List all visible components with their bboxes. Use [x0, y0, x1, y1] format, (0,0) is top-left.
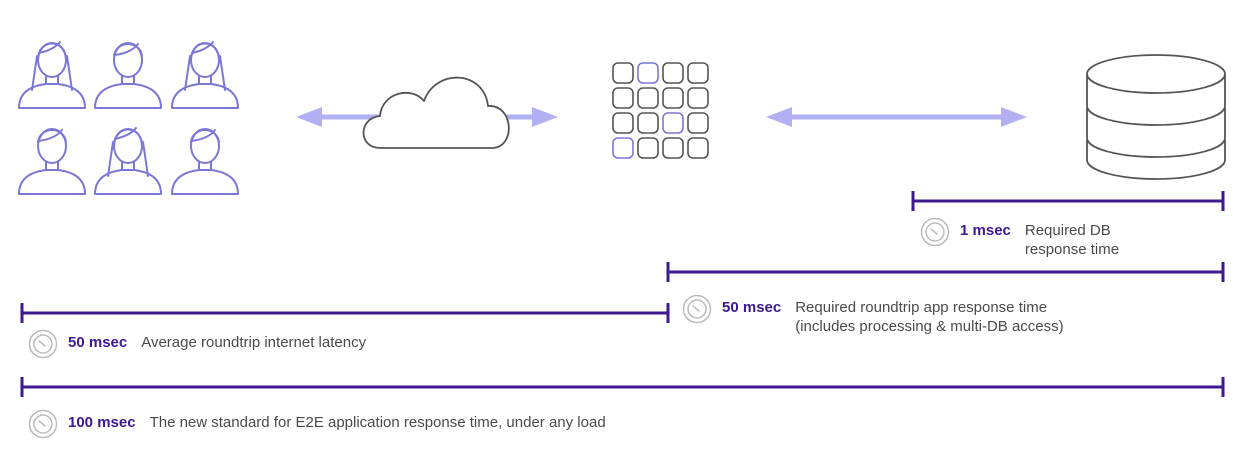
app-db-arrow	[766, 107, 1027, 127]
gauge-icon	[28, 409, 58, 439]
timeline-app-response	[666, 262, 1225, 282]
server-cell	[687, 137, 709, 159]
timeline-db-response	[911, 191, 1225, 211]
server-cell	[612, 112, 634, 134]
server-cell	[637, 137, 659, 159]
server-grid-icon	[612, 62, 709, 159]
app-response-label: 50 msec Required roundtrip app response …	[682, 294, 1064, 336]
person-icon	[94, 42, 162, 109]
server-cell	[612, 87, 634, 109]
server-cell	[637, 112, 659, 134]
server-cell	[687, 112, 709, 134]
gauge-icon	[28, 329, 58, 359]
gauge-icon	[920, 217, 950, 247]
person-icon	[18, 128, 86, 195]
app-response-value: 50 msec	[722, 299, 782, 316]
db-response-description-line-2: response time	[1024, 241, 1120, 258]
server-cell-active	[662, 112, 684, 134]
internet-latency-value: 50 msec	[68, 334, 128, 351]
e2e-response-value: 100 msec	[68, 414, 136, 431]
person-icon	[18, 41, 86, 109]
server-cell	[637, 87, 659, 109]
internet-latency-description-line-1: Average roundtrip internet latency	[141, 334, 367, 351]
e2e-response-description: The new standard for E2E application res…	[150, 413, 606, 432]
app-response-description-line-2: (includes processing & multi-DB access)	[795, 318, 1064, 335]
gauge-icon	[682, 294, 712, 324]
app-response-description-line-1: Required roundtrip app response time	[795, 299, 1048, 316]
person-icon	[171, 41, 239, 109]
db-response-value: 1 msec	[960, 222, 1011, 239]
server-cell	[612, 62, 634, 84]
server-cell	[687, 62, 709, 84]
app-response-description: Required roundtrip app response time (in…	[795, 298, 1063, 336]
person-icon	[171, 128, 239, 195]
internet-latency-label: 50 msec Average roundtrip internet laten…	[28, 329, 366, 359]
people-group-icon	[18, 41, 239, 195]
cloud-icon	[362, 76, 510, 149]
internet-latency-description: Average roundtrip internet latency	[141, 333, 366, 352]
timeline-e2e-response	[20, 377, 1225, 397]
e2e-response-description-line-1: The new standard for E2E application res…	[149, 414, 606, 431]
db-response-label: 1 msec Required DB response time	[920, 217, 1119, 259]
server-cell-active	[612, 137, 634, 159]
database-icon	[1086, 54, 1226, 180]
person-icon	[94, 127, 162, 195]
e2e-response-label: 100 msec The new standard for E2E applic…	[28, 409, 606, 439]
timeline-internet-latency	[20, 303, 670, 323]
server-cell	[687, 87, 709, 109]
server-cell	[662, 137, 684, 159]
server-cell	[662, 87, 684, 109]
server-cell	[662, 62, 684, 84]
server-cell-active	[637, 62, 659, 84]
db-response-description: Required DB response time	[1025, 221, 1119, 259]
db-response-description-line-1: Required DB	[1024, 222, 1111, 239]
